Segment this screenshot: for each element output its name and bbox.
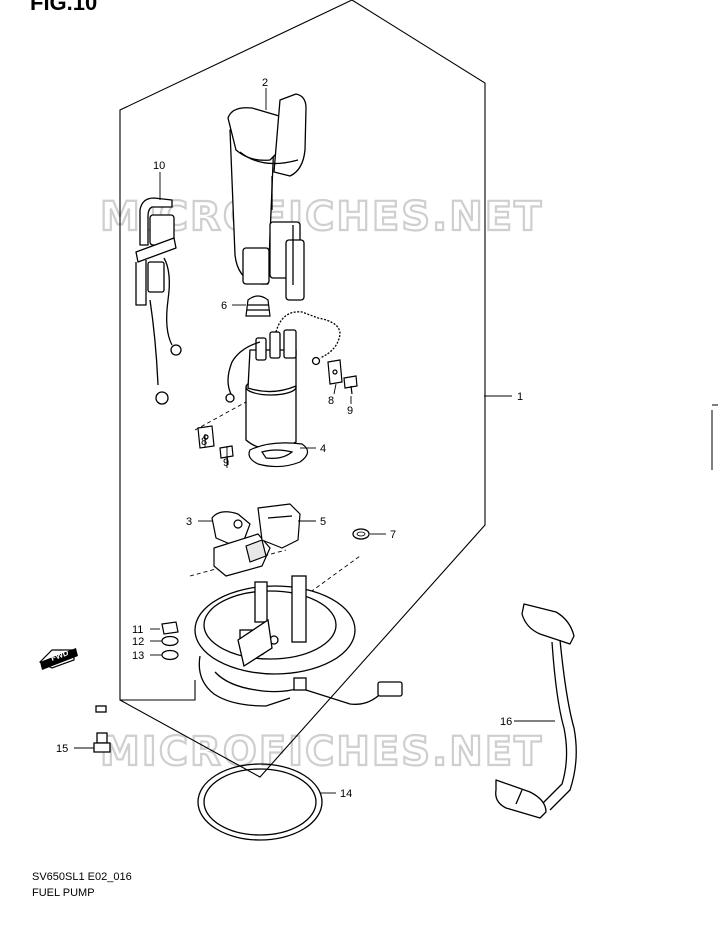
callout-leaders (74, 88, 555, 794)
callout-labels: 2 10 6 1 8 9 8 9 4 3 5 7 11 12 13 16 15 … (56, 77, 523, 800)
fwd-arrow-icon: FWD (38, 648, 78, 670)
fuel-hose-part (495, 603, 577, 819)
callout-8-upper: 8 (328, 395, 334, 407)
washer-part (161, 635, 179, 647)
callout-16: 16 (500, 716, 512, 728)
cushion-part (245, 295, 271, 317)
bracket-lower (197, 425, 215, 449)
callout-4: 4 (320, 443, 326, 455)
callout-12: 12 (132, 636, 144, 648)
holder-part (211, 511, 271, 577)
clip-part (257, 503, 301, 549)
callout-7: 7 (390, 529, 396, 541)
callout-9-lower: 9 (223, 457, 229, 469)
callout-5: 5 (320, 516, 326, 528)
callout-3: 3 (186, 516, 192, 528)
callout-1: 1 (517, 391, 523, 403)
bolt-part (93, 705, 111, 753)
callout-10: 10 (153, 160, 165, 172)
callout-9-upper: 9 (347, 405, 353, 417)
callout-13: 11 (132, 624, 143, 636)
pump-housing-part (227, 93, 307, 301)
o-ring-small-part (352, 528, 370, 540)
figure-label: FIG.10 (30, 0, 97, 15)
diagram-title: FUEL PUMP (32, 887, 95, 899)
assembly-outline (119, 0, 486, 778)
screw-upper (343, 375, 358, 395)
assembly-outline-notch (120, 680, 196, 701)
washer-part-2 (161, 649, 179, 661)
callout-15: 15 (56, 743, 68, 755)
diagram-code: SV650SL1 E02_016 (32, 871, 132, 883)
flange-plate-part (194, 575, 403, 707)
callout-2: 2 (262, 77, 268, 89)
callout-11: 13 (132, 650, 144, 662)
cushion-ring-part (248, 442, 309, 468)
nut-part (161, 621, 179, 635)
bracket-upper (327, 359, 343, 385)
watermark-bottom: MICROFICHES.NET (100, 729, 543, 775)
fuel-sender-part (135, 197, 182, 405)
gasket-part (197, 763, 323, 841)
pump-motor-part (225, 311, 341, 450)
callout-14: 14 (340, 788, 352, 800)
callout-6: 6 (221, 300, 227, 312)
callout-8-lower: 8 (201, 436, 207, 448)
